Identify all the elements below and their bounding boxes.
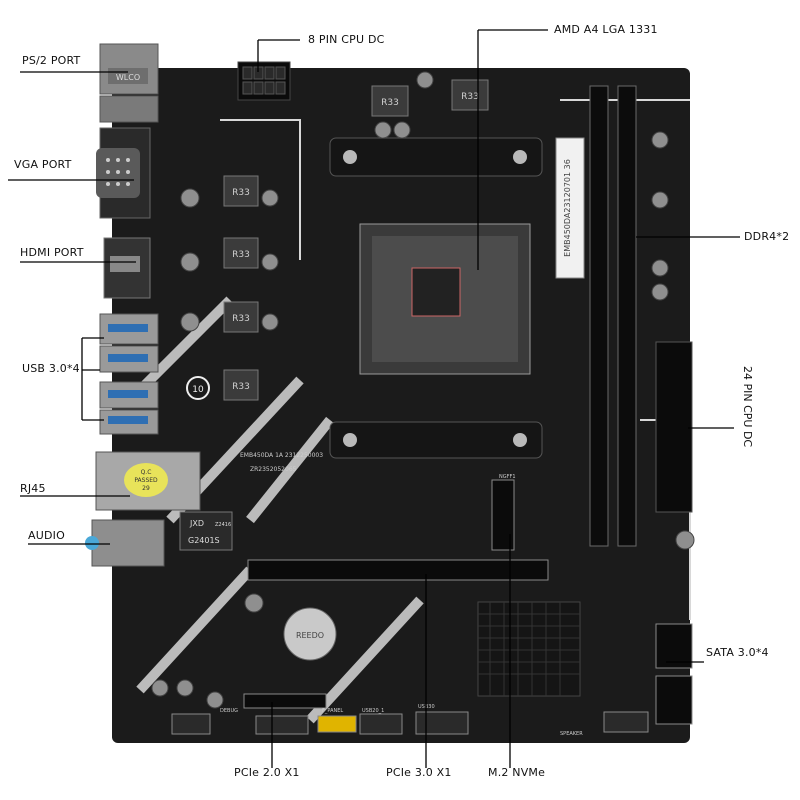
choke-label: R33 [232, 314, 250, 324]
m2-label: M.2 NVMe [488, 766, 546, 779]
usb20-header-text: USB20_1 [362, 708, 384, 714]
vrm-chokes [223, 79, 489, 401]
qc-line1: Q.C [141, 469, 152, 476]
pcie-x1-slot [243, 693, 327, 709]
ten-year-badge [186, 376, 210, 400]
atx-24pin-label: 24 PIN CPU DC [741, 366, 754, 448]
choke-label: R33 [232, 188, 250, 198]
m2-slot [491, 479, 515, 551]
socket-callout [477, 29, 548, 270]
cpu-retention-bracket-top [329, 137, 543, 177]
usb-label: USB 3.0*4 [22, 362, 80, 375]
socket-center [411, 267, 461, 317]
pcie-x16-slot [247, 559, 549, 581]
choke-label: R33 [232, 382, 250, 392]
choke-label: R33 [461, 92, 479, 102]
sata-ports [655, 623, 693, 725]
lan-chip [179, 511, 233, 551]
atx-24pin-connector [655, 341, 693, 513]
ten-year-text: 10 [192, 385, 204, 395]
silk-serial-text: ZR2352052065 [250, 466, 297, 473]
qc-line2: PASSED [134, 477, 158, 484]
battery-text: REEDO [296, 631, 324, 640]
ddr4-label: DDR4*2 [744, 230, 790, 243]
sata-label: SATA 3.0*4 [706, 646, 769, 659]
vga-port-label: VGA PORT [14, 158, 72, 171]
ps2-port-label: PS/2 PORT [22, 54, 81, 67]
callout-lines [8, 29, 740, 768]
debug-header-text: DEBUG [220, 708, 238, 714]
qc-passed-sticker [124, 463, 168, 497]
hdmi-port-label: HDMI PORT [20, 246, 84, 259]
ps2-port-text: WLCO [116, 73, 140, 82]
choke-label: R33 [381, 98, 399, 108]
pcie2-label: PCIe 2.0 X1 [234, 766, 300, 779]
cpu-pin-callout [257, 39, 300, 72]
model-sticker [555, 137, 585, 279]
socket-label: AMD A4 LGA 1331 [554, 23, 658, 36]
ngff-text: NGFF1 [499, 474, 516, 480]
silk-model-text: EMB450DA 1A 2312250003 [240, 452, 323, 459]
qc-line3: 29 [142, 485, 150, 492]
cpu-retention-bracket-bottom [329, 421, 543, 459]
audio-label: AUDIO [28, 529, 65, 542]
chipset-heatsink [477, 601, 581, 697]
choke-label: R33 [232, 250, 250, 260]
usb-callout [81, 337, 104, 421]
speaker-header-text: SPEAKER [560, 731, 583, 737]
jxd-text: JXD [189, 519, 204, 528]
capacitors [151, 71, 695, 709]
jxd-model-text: G2401S [188, 536, 220, 545]
rj45-label: RJ45 [20, 482, 46, 495]
cmos-battery [283, 607, 337, 661]
dimm-slot-2 [617, 85, 637, 547]
dimm-slot-1 [589, 85, 609, 547]
front-panel-header [317, 715, 357, 733]
fpanel-header-text: F_PANEL [322, 708, 343, 714]
cpu-8pin-label: 8 PIN CPU DC [308, 33, 385, 46]
ps2-lower-port [99, 95, 159, 123]
jxd-code-text: Z2416 [215, 522, 231, 528]
audio-port [91, 519, 165, 567]
bottom-headers [171, 711, 649, 735]
model-sticker-text: EMB450DA23120701 36 [563, 159, 572, 257]
pcie3-label: PCIe 3.0 X1 [386, 766, 452, 779]
